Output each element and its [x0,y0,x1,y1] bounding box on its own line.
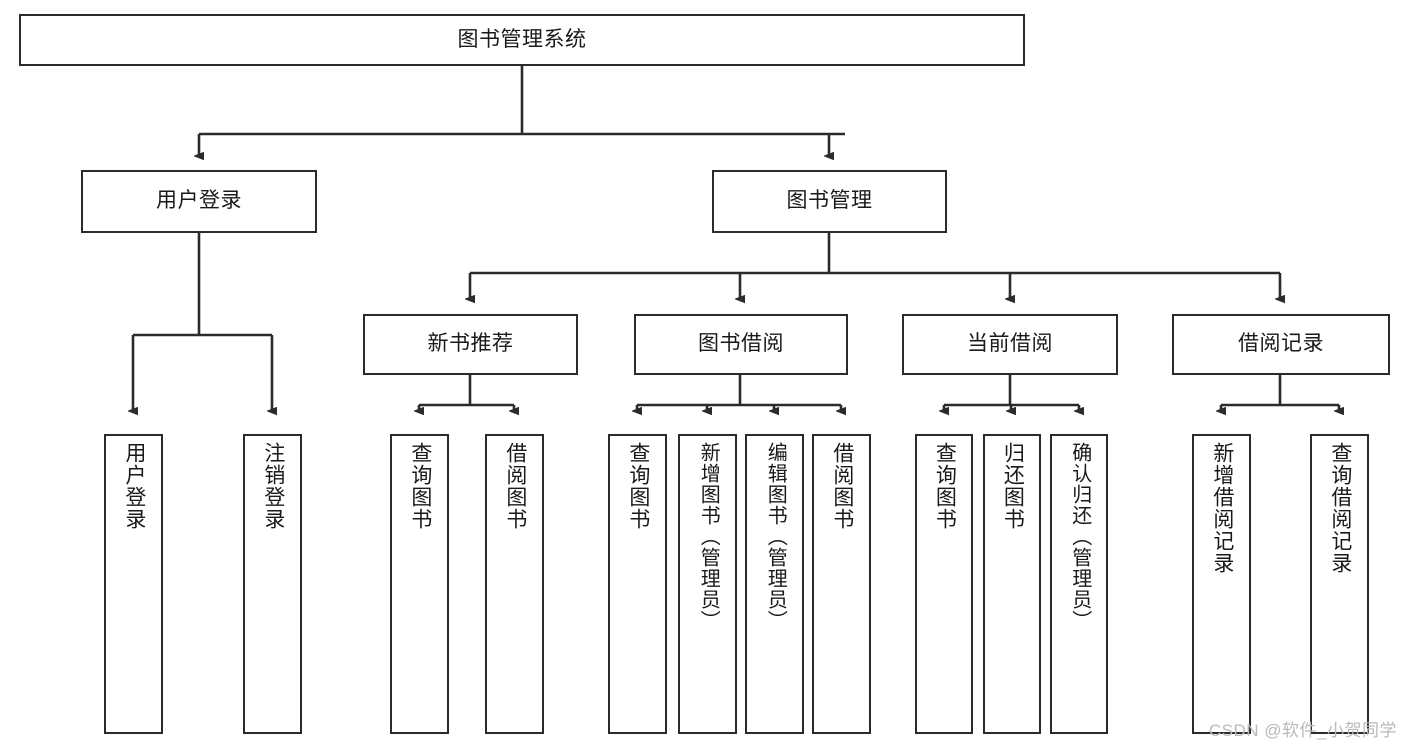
leaf-label: 新增图书（管理员） [697,442,720,631]
node-current-borrow-label: 当前借阅 [967,332,1053,356]
node-new-book-recommend[interactable]: 新书推荐 [363,314,578,375]
node-book-management[interactable]: 图书管理 [712,170,947,233]
leaf-user-login-login[interactable]: 用户登录 [104,434,163,734]
leaf-label: 借阅图书 [830,442,854,530]
leaf-book-borrow-add-admin[interactable]: 新增图书（管理员） [678,434,737,734]
leaf-book-borrow-edit-admin[interactable]: 编辑图书（管理员） [745,434,804,734]
leaf-label: 确认归还（管理员） [1068,442,1091,631]
leaf-user-login-logout[interactable]: 注销登录 [243,434,302,734]
node-book-management-label: 图书管理 [786,189,873,213]
leaf-new-book-borrow[interactable]: 借阅图书 [485,434,544,734]
leaf-label: 用户登录 [122,442,146,530]
leaf-borrow-record-add[interactable]: 新增借阅记录 [1192,434,1251,734]
leaf-label: 查询图书 [408,442,432,530]
node-new-book-recommend-label: 新书推荐 [427,332,514,356]
leaf-label: 编辑图书（管理员） [764,442,787,631]
leaf-label: 查询图书 [933,442,957,530]
node-book-borrow[interactable]: 图书借阅 [634,314,848,375]
leaf-new-book-query[interactable]: 查询图书 [390,434,449,734]
leaf-label: 借阅图书 [503,442,527,530]
node-user-login[interactable]: 用户登录 [81,170,317,233]
watermark: CSDN @软件_小贺同学 [1208,721,1397,740]
node-root-label: 图书管理系统 [457,27,587,51]
node-book-borrow-label: 图书借阅 [698,332,784,356]
leaf-current-borrow-return[interactable]: 归还图书 [983,434,1041,734]
leaf-book-borrow-borrow[interactable]: 借阅图书 [812,434,871,734]
leaf-label: 新增借阅记录 [1210,442,1234,574]
leaf-label: 查询借阅记录 [1328,442,1352,574]
node-borrow-record-label: 借阅记录 [1238,332,1324,356]
leaf-label: 归还图书 [1001,442,1025,530]
leaf-current-borrow-confirm-admin[interactable]: 确认归还（管理员） [1050,434,1108,734]
node-root[interactable]: 图书管理系统 [19,14,1025,66]
leaf-borrow-record-query[interactable]: 查询借阅记录 [1310,434,1369,734]
node-user-login-label: 用户登录 [156,189,242,213]
node-current-borrow[interactable]: 当前借阅 [902,314,1118,375]
leaf-label: 查询图书 [626,442,650,530]
leaf-current-borrow-query[interactable]: 查询图书 [915,434,973,734]
node-borrow-record[interactable]: 借阅记录 [1172,314,1390,375]
leaf-label: 注销登录 [261,442,285,530]
leaf-book-borrow-query[interactable]: 查询图书 [608,434,667,734]
